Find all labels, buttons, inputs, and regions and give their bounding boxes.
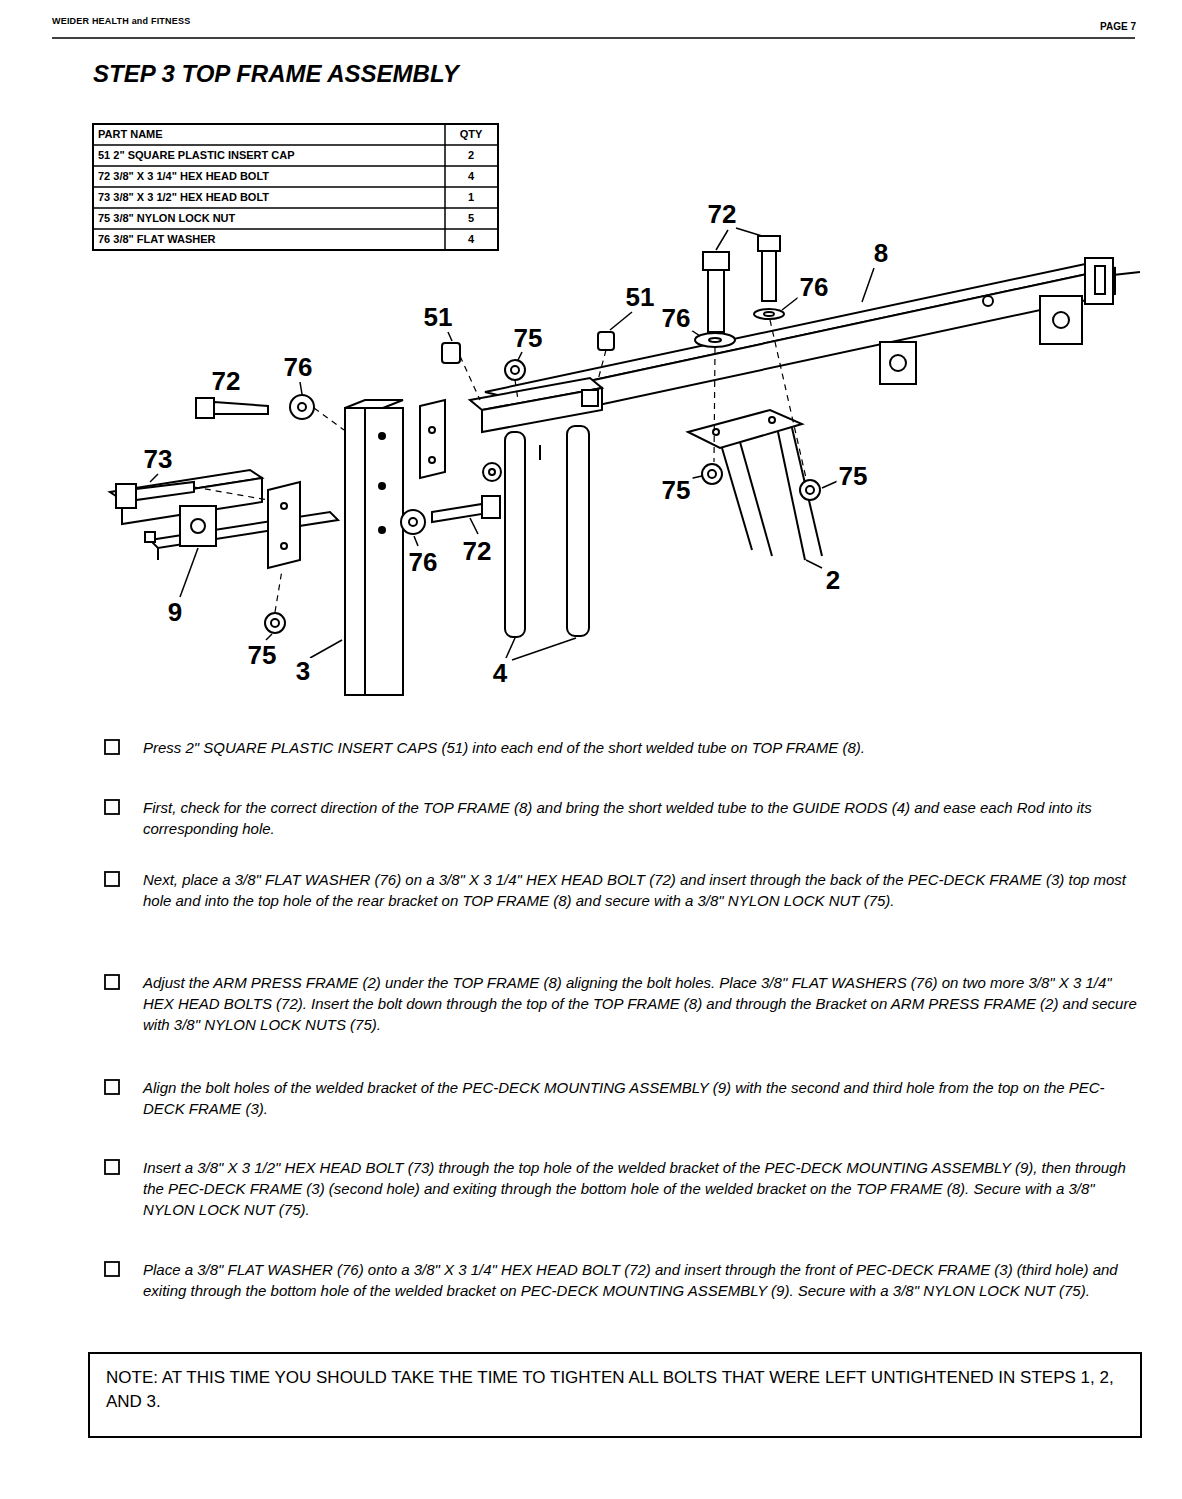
table-cell: 76 3/8" FLAT WASHER <box>98 229 215 250</box>
alignment-lines <box>194 320 806 612</box>
callout-number: 2 <box>824 567 842 593</box>
callout-number: 72 <box>210 368 243 394</box>
table-cell: 75 3/8" NYLON LOCK NUT <box>98 208 235 229</box>
table-cell: 5 <box>445 208 497 229</box>
instruction-step: Place a 3/8" FLAT WASHER (76) onto a 3/8… <box>143 1259 1143 1301</box>
callout-number: 73 <box>142 446 175 472</box>
callout-number: 75 <box>660 477 693 503</box>
instruction-step: Align the bolt holes of the welded brack… <box>143 1077 1143 1119</box>
leader-lines <box>150 228 874 660</box>
note-box: NOTE: AT THIS TIME YOU SHOULD TAKE THE T… <box>88 1352 1142 1438</box>
callout-number: 75 <box>837 463 870 489</box>
checkboxes <box>105 740 119 1276</box>
callout-number: 8 <box>872 240 890 266</box>
callout-number: 76 <box>660 305 693 331</box>
running-header: WEIDER HEALTH and FITNESS <box>52 16 190 26</box>
table-cell: PART NAME <box>98 124 163 145</box>
table-cell: 51 2" SQUARE PLASTIC INSERT CAP <box>98 145 295 166</box>
instruction-step: Press 2" SQUARE PLASTIC INSERT CAPS (51)… <box>143 737 1143 758</box>
table-cell: QTY <box>445 124 497 145</box>
page-title: STEP 3 TOP FRAME ASSEMBLY <box>93 60 459 88</box>
callout-number: 9 <box>166 599 184 625</box>
callout-number: 76 <box>798 274 831 300</box>
callout-number: 51 <box>624 284 657 310</box>
instruction-step: First, check for the correct direction o… <box>143 797 1143 839</box>
table-cell: 4 <box>445 166 497 187</box>
table-cell: 4 <box>445 229 497 250</box>
table-cell: 1 <box>445 187 497 208</box>
callout-number: 4 <box>491 660 509 686</box>
frame-drawing <box>110 258 1140 695</box>
page-rules <box>52 37 1135 39</box>
callout-number: 72 <box>461 538 494 564</box>
callout-number: 76 <box>282 354 315 380</box>
instruction-step: Next, place a 3/8" FLAT WASHER (76) on a… <box>143 869 1143 911</box>
callout-number: 3 <box>294 658 312 684</box>
parts-table-grid <box>93 124 498 250</box>
page-number: PAGE 7 <box>1100 21 1136 32</box>
instruction-step: Insert a 3/8" X 3 1/2" HEX HEAD BOLT (73… <box>143 1157 1143 1220</box>
table-cell: 2 <box>445 145 497 166</box>
callout-number: 75 <box>512 325 545 351</box>
callout-number: 75 <box>246 642 279 668</box>
callout-number: 76 <box>407 549 440 575</box>
table-cell: 73 3/8" X 3 1/2" HEX HEAD BOLT <box>98 187 269 208</box>
callout-number: 72 <box>706 201 739 227</box>
hardware-drawing <box>116 236 820 633</box>
table-cell: 72 3/8" X 3 1/4" HEX HEAD BOLT <box>98 166 269 187</box>
callout-number: 51 <box>422 304 455 330</box>
note-text: NOTE: AT THIS TIME YOU SHOULD TAKE THE T… <box>106 1366 1124 1414</box>
instruction-step: Adjust the ARM PRESS FRAME (2) under the… <box>143 972 1143 1035</box>
